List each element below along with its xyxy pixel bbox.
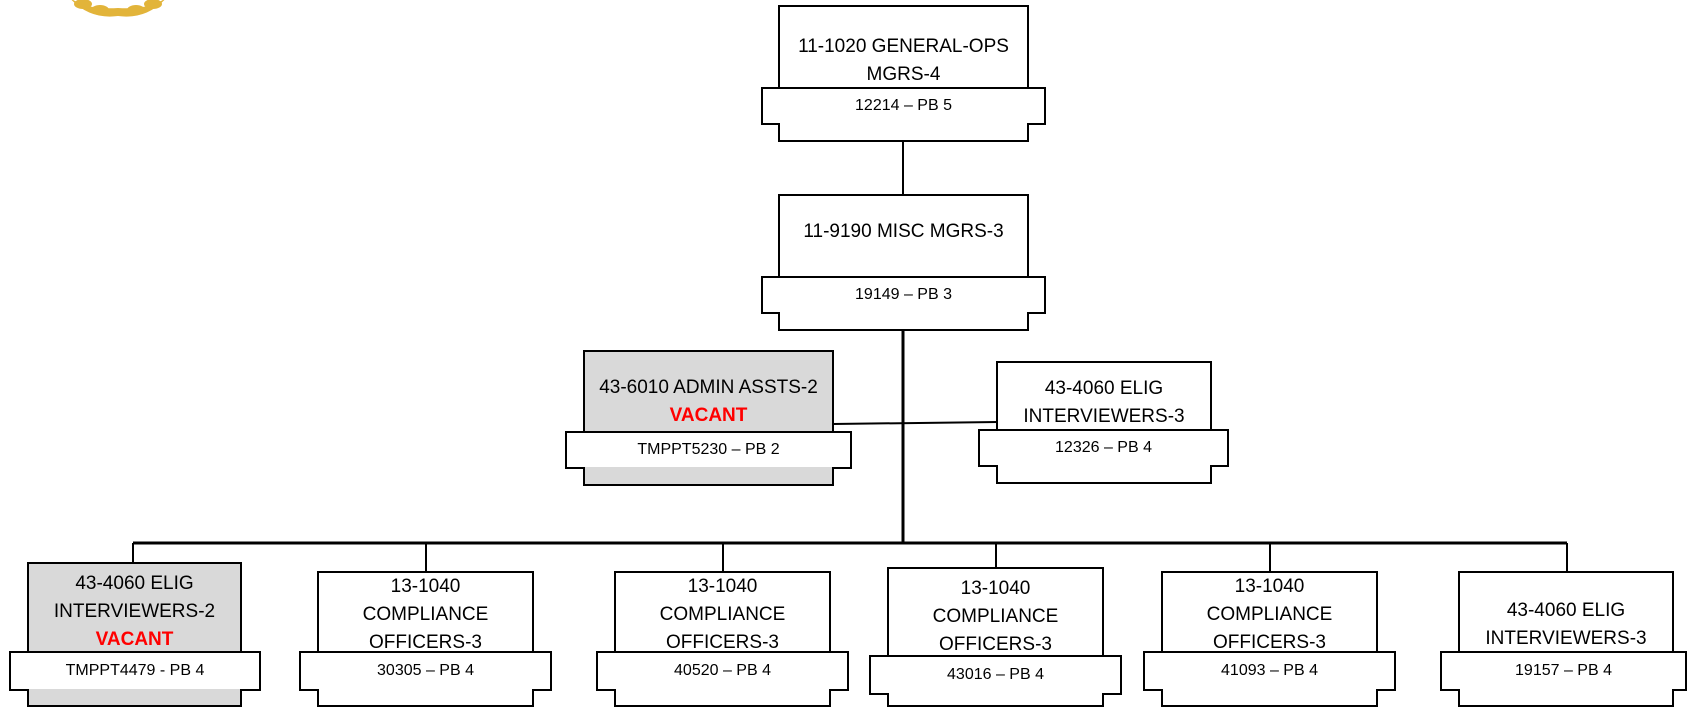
ribbon-tail [996,465,1212,484]
role-title: OFFICERS-3 [1213,632,1326,653]
role-title: 43-4060 ELIG [1044,378,1164,399]
ribbon-tail [317,689,534,707]
role-title: MGRS-4 [866,64,941,85]
ribbon-tail [27,689,242,707]
position-code: 19157 – PB 4 [1515,662,1612,679]
position-code: 12326 – PB 4 [1055,439,1152,456]
role-box: 43-4060 ELIG INTERVIEWERS-3 [996,361,1212,433]
role-title: INTERVIEWERS-3 [1485,628,1647,649]
position-code-ribbon: 40520 – PB 4 [596,651,849,691]
ribbon-tail [1161,689,1378,707]
role-title: INTERVIEWERS-2 [53,601,216,622]
ribbon-tail [887,693,1104,707]
position-code-ribbon: 12326 – PB 4 [978,429,1229,467]
role-box: 13-1040 COMPLIANCE OFFICERS-3 [317,571,534,657]
role-title: OFFICERS-3 [666,632,779,653]
role-box: 13-1040 COMPLIANCE OFFICERS-3 [887,567,1104,659]
role-title: OFFICERS-3 [939,634,1052,655]
position-code-ribbon: 12214 – PB 5 [761,87,1046,125]
position-code: 43016 – PB 4 [947,666,1044,683]
role-title: OFFICERS-3 [369,632,482,653]
position-code: 41093 – PB 4 [1221,662,1318,679]
role-title: 13-1040 [390,576,461,597]
vacant-label: VACANT [95,629,174,650]
role-box-vacant: 43-4060 ELIG INTERVIEWERS-2 VACANT [27,562,242,658]
role-title: INTERVIEWERS-3 [1023,406,1185,427]
position-code: TMPPT4479 - PB 4 [65,662,205,679]
role-title: 43-4060 ELIG [75,573,194,594]
role-title: 13-1040 [1234,576,1305,597]
position-code: TMPPT5230 – PB 2 [637,441,780,458]
ribbon-tail [614,689,831,707]
position-code-ribbon: 30305 – PB 4 [299,651,552,691]
role-title: 13-1040 [687,576,758,597]
role-title: COMPLIANCE [1206,604,1333,625]
role-title: COMPLIANCE [659,604,786,625]
role-box-vacant: 43-6010 ADMIN ASSTS-2 VACANT [583,350,834,434]
role-title: COMPLIANCE [362,604,489,625]
role-title: 13-1040 [960,578,1031,599]
role-box: 43-4060 ELIG INTERVIEWERS-3 [1458,571,1674,657]
ribbon-tail [1458,689,1674,707]
position-code-ribbon: 19149 – PB 3 [761,276,1046,314]
laurel-emblem-icon [71,0,165,17]
position-code-ribbon: 41093 – PB 4 [1143,651,1396,691]
position-code-ribbon: TMPPT4479 - PB 4 [9,651,261,691]
position-code: 30305 – PB 4 [377,662,474,679]
role-title: COMPLIANCE [932,606,1059,627]
role-title: 43-6010 ADMIN ASSTS-2 [599,377,818,398]
role-box: 11-9190 MISC MGRS-3 [778,194,1029,278]
role-title: 43-4060 ELIG [1506,600,1626,621]
position-code: 12214 – PB 5 [855,97,952,114]
role-title: 11-1020 GENERAL-OPS [798,36,1009,57]
position-code-ribbon: 19157 – PB 4 [1440,651,1687,691]
ribbon-tail [778,312,1029,331]
role-box: 13-1040 COMPLIANCE OFFICERS-3 [1161,571,1378,657]
position-code-ribbon: TMPPT5230 – PB 2 [565,431,852,469]
ribbon-tail [778,123,1029,142]
role-title: 11-9190 MISC MGRS-3 [803,221,1004,242]
vacant-label: VACANT [669,405,748,426]
role-box: 13-1040 COMPLIANCE OFFICERS-3 [614,571,831,657]
position-code: 40520 – PB 4 [674,662,771,679]
role-box: 11-1020 GENERAL-OPS MGRS-4 [778,5,1029,89]
ribbon-tail [583,467,834,486]
position-code-ribbon: 43016 – PB 4 [869,655,1122,695]
position-code: 19149 – PB 3 [855,286,952,303]
